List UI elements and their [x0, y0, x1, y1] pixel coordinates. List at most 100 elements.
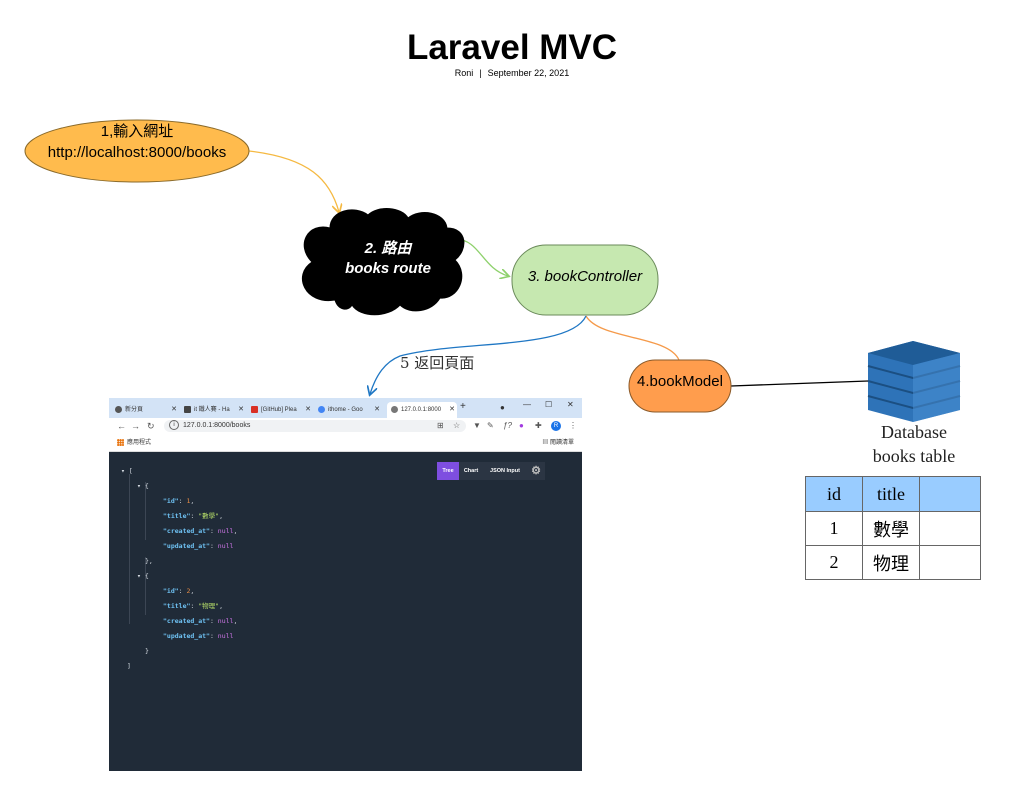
- byline: Roni|September 22, 2021: [0, 68, 1024, 78]
- json-line: "title": "物理",: [163, 602, 223, 610]
- database-cylinder-icon: [867, 341, 961, 422]
- back-icon[interactable]: ←: [117, 421, 126, 431]
- tab-tree[interactable]: Tree: [437, 462, 459, 480]
- bookmarks-bar: 應用程式 ▤ 閱讀清單: [109, 435, 582, 452]
- node-model: [628, 359, 732, 413]
- apps-shortcut[interactable]: 應用程式: [117, 435, 151, 451]
- json-viewer: Tree Chart JSON Input ⚙ ▾ [ ▾ { "id": 1,…: [109, 452, 582, 771]
- translate-icon[interactable]: ⊞: [437, 421, 444, 430]
- eyedropper-icon[interactable]: ✎: [487, 421, 494, 430]
- json-value: null: [217, 632, 234, 640]
- node-input-url-line2: http://localhost:8000/books: [47, 144, 227, 161]
- browser-window: 新分頁✕ it 鐵人賽 - Ha✕ [GitHub] Plea✕ ithome …: [109, 398, 582, 771]
- database-caption-line2: books table: [872, 446, 956, 466]
- puzzle-icon[interactable]: ✚: [535, 421, 542, 430]
- gear-icon[interactable]: ⚙: [531, 465, 541, 477]
- date: September 22, 2021: [487, 68, 570, 78]
- json-punct: ]: [127, 662, 131, 670]
- tab-chart[interactable]: Chart: [463, 468, 479, 474]
- close-icon[interactable]: ✕: [374, 406, 380, 413]
- node-route-line2: books route: [345, 260, 431, 277]
- node-input-url: [24, 119, 250, 183]
- node-route-cloud: [301, 208, 465, 316]
- json-line: ▾ {: [137, 569, 149, 584]
- node-input-url-label: 1,輸入網址 http://localhost:8000/books: [25, 121, 249, 163]
- json-line: ▾ {: [137, 479, 149, 494]
- json-key: "id": [163, 497, 179, 505]
- menu-icon[interactable]: ⋮: [569, 421, 577, 430]
- edge-url-to-route: [248, 150, 339, 212]
- json-punct: {: [144, 482, 149, 490]
- collapse-arrow-icon[interactable]: ▾: [137, 572, 145, 580]
- extension-icon[interactable]: ●: [519, 421, 524, 430]
- doc-icon: [184, 405, 191, 413]
- collapse-arrow-icon[interactable]: ▾: [121, 467, 129, 475]
- node-route-label: 2. 路由 books route: [320, 239, 456, 279]
- apps-grid-icon: [117, 438, 124, 446]
- tab-strip: 新分頁✕ it 鐵人賽 - Ha✕ [GitHub] Plea✕ ithome …: [109, 398, 582, 418]
- edge-model-to-database: [730, 380, 869, 387]
- json-line: ]: [127, 659, 131, 674]
- reload-icon[interactable]: ↻: [147, 421, 155, 431]
- json-key: "id": [163, 587, 179, 595]
- table-cell: 數學: [862, 511, 920, 546]
- tab-label: 127.0.0.1:8000: [401, 407, 442, 413]
- json-key: "title": [163, 602, 191, 610]
- info-icon[interactable]: i: [169, 420, 179, 431]
- json-punct: [: [128, 467, 133, 475]
- json-key: "created_at": [163, 527, 210, 535]
- browser-tab[interactable]: [GitHub] Plea✕: [251, 402, 313, 418]
- maximize-icon[interactable]: ☐: [545, 400, 553, 409]
- table-row: 2 物理: [805, 545, 981, 580]
- filter-icon[interactable]: ▼: [473, 421, 481, 430]
- chrome-icon: [115, 405, 122, 413]
- browser-tab[interactable]: ithome - Goo ✕: [318, 402, 382, 418]
- browser-tab-active[interactable]: 127.0.0.1:8000 ✕: [387, 402, 457, 418]
- browser-tab[interactable]: it 鐵人賽 - Ha✕: [184, 402, 246, 418]
- apps-label: 應用程式: [127, 440, 152, 446]
- close-icon[interactable]: ✕: [449, 406, 455, 413]
- indent-guide: [145, 557, 146, 615]
- reading-list[interactable]: ▤ 閱讀清單: [542, 435, 574, 451]
- node-input-url-line1: 1,輸入網址: [100, 123, 174, 140]
- close-icon[interactable]: ✕: [305, 406, 311, 413]
- window-close-icon[interactable]: ✕: [567, 400, 574, 409]
- json-line: ▾ [: [121, 464, 133, 479]
- forward-icon[interactable]: →: [131, 421, 140, 431]
- json-line: "id": 2,: [163, 587, 195, 595]
- json-punct: },: [145, 557, 153, 565]
- google-icon: [318, 405, 325, 413]
- tab-label: ithome - Goo: [328, 407, 363, 413]
- indent-guide: [145, 482, 146, 540]
- json-line: "created_at": null,: [163, 527, 238, 535]
- json-punct: {: [144, 572, 149, 580]
- node-controller-label: 3. bookController: [527, 268, 643, 285]
- close-icon[interactable]: ✕: [238, 406, 244, 413]
- avatar[interactable]: R: [551, 421, 561, 431]
- json-value: null: [217, 527, 234, 535]
- node-model-label: 4.bookModel: [637, 373, 723, 390]
- table-cell: 物理: [862, 545, 920, 580]
- collapse-arrow-icon[interactable]: ▾: [137, 482, 145, 490]
- bookmark-star-icon[interactable]: ☆: [453, 421, 461, 430]
- json-value: 2: [186, 587, 191, 595]
- table-row: 1 數學: [805, 511, 981, 546]
- close-icon[interactable]: ✕: [171, 406, 177, 413]
- json-line: }: [145, 644, 149, 659]
- browser-tab[interactable]: 新分頁✕: [115, 402, 179, 418]
- new-tab-button[interactable]: +: [460, 401, 466, 412]
- function-icon[interactable]: ƒ?: [503, 421, 512, 430]
- tab-json-input[interactable]: JSON Input: [490, 468, 520, 474]
- media-icon[interactable]: ●: [500, 403, 505, 412]
- json-line: "created_at": null,: [163, 617, 238, 625]
- table-cell: 1: [805, 511, 863, 546]
- column-header: [919, 476, 981, 512]
- edge-controller-return-page: [370, 315, 587, 394]
- minimize-icon[interactable]: —: [523, 400, 531, 409]
- edge-controller-to-model: [585, 315, 680, 361]
- globe-icon: [391, 405, 398, 413]
- json-line: },: [145, 554, 153, 569]
- table-cell: [919, 545, 981, 580]
